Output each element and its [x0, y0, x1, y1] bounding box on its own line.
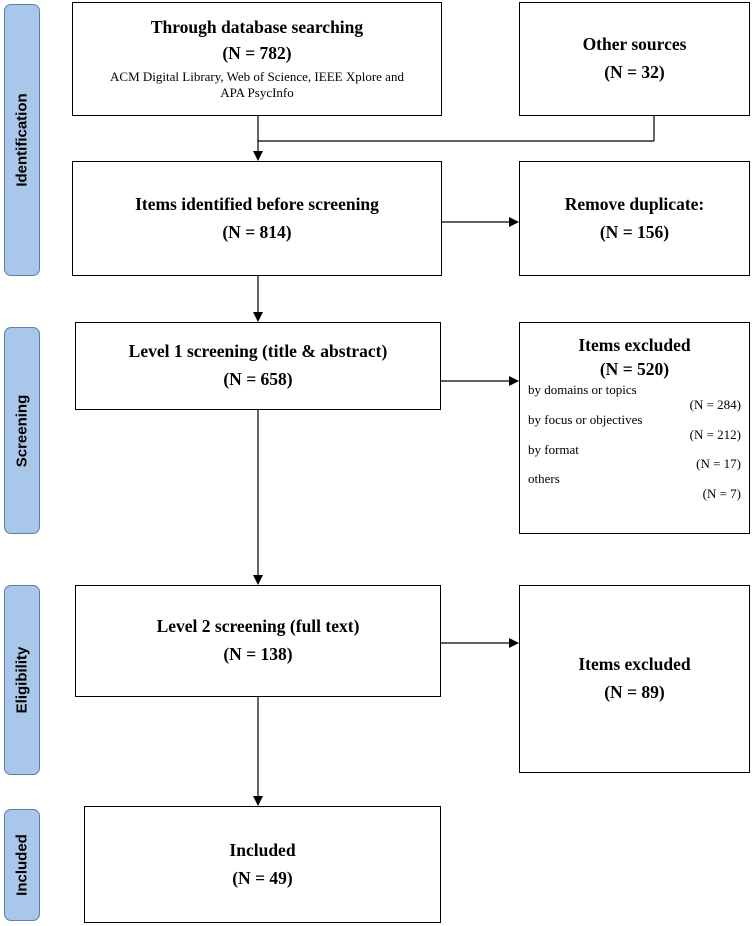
level2-screening-count: (N = 138) — [223, 644, 293, 664]
exclusion-reason-label: by format — [528, 441, 579, 457]
level2-screening-title: Level 2 screening (full text) — [156, 616, 360, 637]
level1-screening-count: (N = 658) — [223, 369, 293, 389]
items-excluded-2-box: Items excluded (N = 89) — [519, 585, 750, 773]
identified-count: (N = 814) — [222, 221, 292, 242]
other-sources-title: Other sources — [582, 34, 687, 55]
items-excluded-2-count: (N = 89) — [604, 682, 665, 702]
included-count: (N = 49) — [232, 867, 293, 888]
identified-title: Items identified before screening — [135, 193, 379, 214]
exclusion-reason-count: (N = 17) — [696, 456, 741, 472]
exclusion-reason-count: (N = 212) — [689, 426, 741, 442]
level1-screening-box: Level 1 screening (title & abstract) (N … — [75, 322, 441, 410]
exclusion-reason: by domains or topics (N = 284) — [528, 381, 741, 413]
included-title: Included — [229, 839, 296, 860]
items-excluded-2-title: Items excluded — [578, 654, 691, 675]
items-excluded-1-box: Items excluded (N = 520) by domains or t… — [519, 322, 750, 534]
other-sources-box: Other sources (N = 32) — [519, 2, 750, 116]
remove-duplicate-count: (N = 156) — [599, 221, 670, 242]
included-box: Included (N = 49) — [84, 806, 441, 923]
exclusion-reason-count: (N = 284) — [689, 396, 741, 412]
exclusion-reason-label: by domains or topics — [528, 381, 637, 397]
database-searching-box: Through database searching (N = 782) ACM… — [72, 2, 442, 116]
other-sources-count: (N = 32) — [604, 62, 665, 82]
exclusion-reason-count: (N = 7) — [702, 486, 741, 502]
database-sources: ACM Digital Library, Web of Science, IEE… — [110, 68, 404, 100]
remove-duplicate-title: Remove duplicate: — [564, 193, 705, 214]
exclusion-reason: by focus or objectives (N = 212) — [528, 411, 741, 443]
database-searching-title: Through database searching — [150, 16, 364, 37]
phase-included: Included — [4, 809, 40, 921]
identified-box: Items identified before screening (N = 8… — [72, 161, 442, 276]
exclusion-reasons-list: by domains or topics (N = 284) by focus … — [520, 381, 749, 503]
exclusion-reason-label: others — [528, 471, 560, 487]
level1-screening-title: Level 1 screening (title & abstract) — [128, 341, 388, 362]
remove-duplicate-box: Remove duplicate: (N = 156) — [519, 161, 750, 276]
exclusion-reason: by format (N = 17) — [528, 441, 741, 473]
phase-screening: Screening — [4, 327, 40, 534]
exclusion-reason-label: by focus or objectives — [528, 411, 643, 427]
level2-screening-box: Level 2 screening (full text) (N = 138) — [75, 585, 441, 697]
phase-identification: Identification — [4, 4, 40, 276]
items-excluded-1-count: (N = 520) — [599, 358, 670, 379]
phase-eligibility: Eligibility — [4, 585, 40, 775]
database-searching-count: (N = 782) — [222, 42, 292, 63]
exclusion-reason: others (N = 7) — [528, 471, 741, 502]
items-excluded-1-title: Items excluded — [578, 335, 691, 355]
